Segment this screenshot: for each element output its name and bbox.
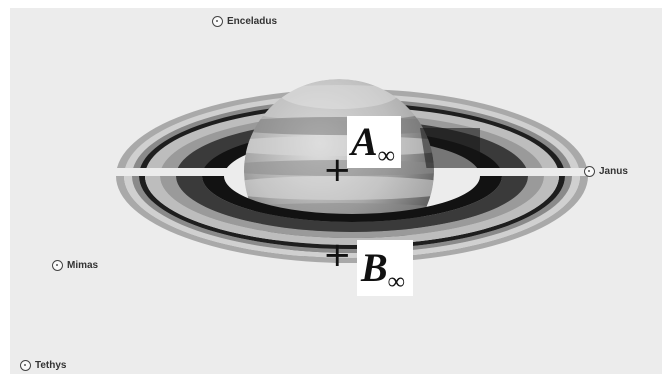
moon-janus: Janus: [584, 166, 628, 177]
marker-a-subscript: ∞: [377, 143, 395, 169]
marker-a-letter: A: [351, 119, 378, 164]
marker-a-label: A∞: [347, 116, 401, 168]
moon-circle-icon: [212, 16, 223, 27]
moon-label-mimas: Mimas: [67, 260, 99, 271]
moon-mimas: Mimas: [52, 260, 98, 271]
marker-b-subscript: ∞: [387, 269, 405, 295]
moon-tethys: Tethys: [20, 360, 67, 371]
moon-circle-icon: [584, 166, 595, 177]
moon-circle-icon: [20, 360, 31, 371]
saturn-image: Enceladus Janus Mimas Tethys + A∞ + B∞: [10, 8, 662, 374]
rings-front: [116, 176, 588, 263]
saturn-illustration: [116, 79, 588, 263]
marker-b-letter: B: [361, 245, 388, 290]
moon-label-tethys: Tethys: [35, 360, 67, 371]
plus-marker-icon: +: [323, 235, 352, 275]
moon-label-enceladus: Enceladus: [227, 16, 278, 27]
ball-shadow: [420, 128, 480, 168]
moon-circle-icon: [52, 260, 63, 271]
moon-enceladus: Enceladus: [212, 16, 277, 27]
plus-marker-icon: +: [323, 150, 352, 190]
moon-label-janus: Janus: [599, 166, 628, 177]
marker-b-label: B∞: [357, 240, 413, 296]
